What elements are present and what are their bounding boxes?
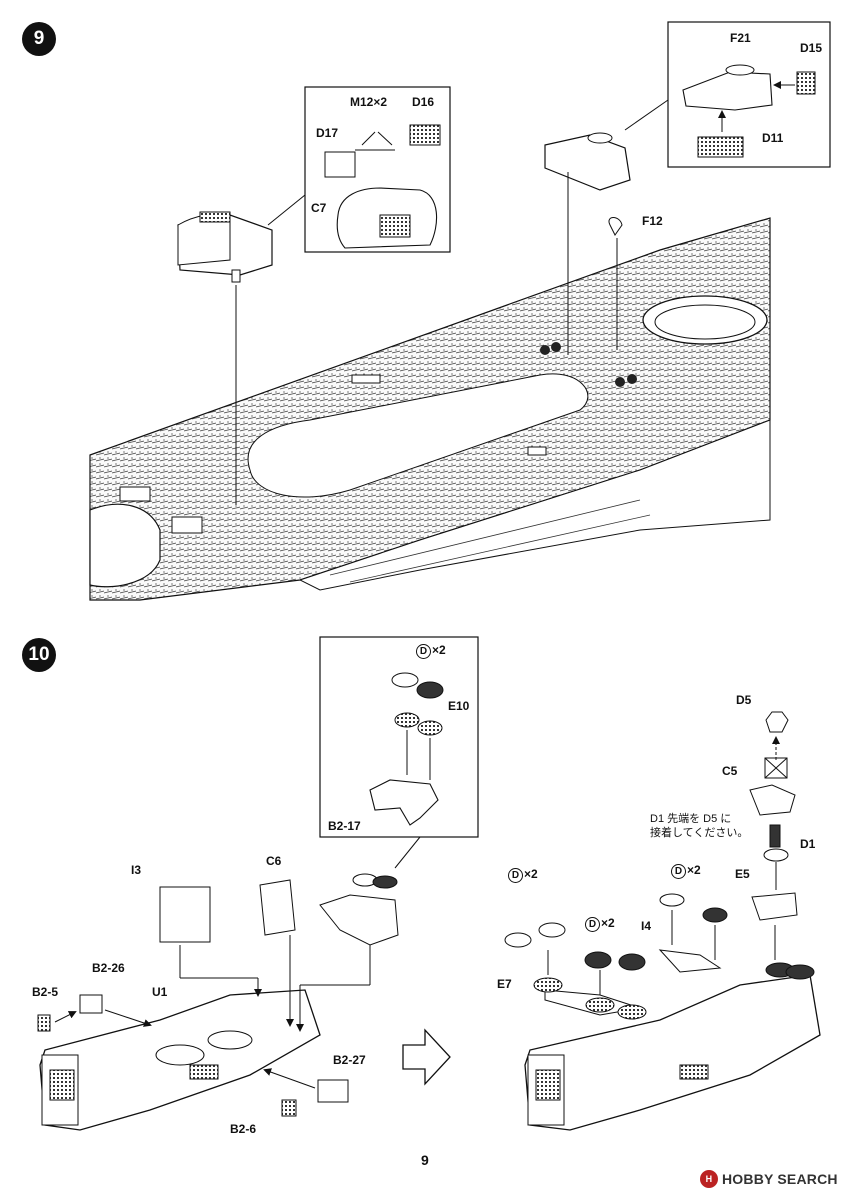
quantity: ×2	[601, 916, 615, 930]
part-label-b2-26: B2-26	[92, 961, 125, 975]
quantity: ×2	[687, 863, 701, 877]
part-label-u1: U1	[152, 985, 168, 999]
part-label-d16: D16	[412, 95, 435, 109]
aft-turret	[177, 211, 273, 505]
quantity: ×2	[524, 867, 538, 881]
circled-d: D	[671, 864, 686, 879]
part-label-i3: I3	[131, 863, 142, 877]
circled-d: D	[416, 644, 431, 659]
part-label-c7: C7	[311, 201, 327, 215]
part-label-d-x2-top: D×2	[416, 644, 446, 659]
page-number: 9	[421, 1152, 429, 1168]
note-line-1: D1 先端を D5 に	[650, 813, 732, 825]
part-label-d17: D17	[316, 126, 339, 140]
watermark-text: HOBBY SEARCH	[722, 1171, 838, 1187]
inset-box-e10	[319, 636, 479, 869]
hobby-search-logo-icon: H	[700, 1170, 718, 1188]
part-label-b2-27: B2-27	[333, 1053, 366, 1067]
part-label-d1: D1	[800, 837, 816, 851]
part-label-d-x2-a: D×2	[508, 868, 538, 883]
circled-d: D	[585, 917, 600, 932]
part-label-f21: F21	[730, 31, 751, 45]
circled-d: D	[508, 868, 523, 883]
part-label-d-x2-c: D×2	[671, 864, 701, 879]
part-label-d5: D5	[736, 693, 752, 707]
inset-box-c7	[267, 86, 451, 253]
next-arrow	[402, 1028, 451, 1086]
part-label-f12: F12	[642, 214, 663, 228]
step-9-badge: 9	[22, 22, 56, 56]
hull-section-after	[504, 711, 821, 1131]
part-label-c5: C5	[722, 764, 738, 778]
part-label-c6: C6	[266, 854, 282, 868]
note-line-2: 接着してください。	[650, 827, 749, 840]
quantity: ×2	[432, 643, 446, 657]
part-label-e10: E10	[448, 699, 470, 713]
part-label-e7: E7	[497, 977, 512, 991]
part-label-d-x2-b: D×2	[585, 917, 615, 932]
step-10-badge: 10	[22, 638, 56, 672]
watermark: H HOBBY SEARCH	[700, 1170, 838, 1188]
inset-box-f21	[624, 21, 831, 168]
part-label-b2-5: B2-5	[32, 985, 59, 999]
hull-section-before	[37, 873, 399, 1131]
ship-deck	[89, 217, 771, 601]
part-label-e5: E5	[735, 867, 750, 881]
forward-turret	[544, 132, 631, 355]
part-label-b2-17: B2-17	[328, 819, 361, 833]
part-label-i4: I4	[641, 919, 652, 933]
part-label-d15: D15	[800, 41, 823, 55]
part-label-b2-6: B2-6	[230, 1122, 257, 1136]
part-label-d11: D11	[762, 131, 784, 145]
assembly-note: D1 先端を D5 に 接着してください。	[650, 812, 748, 841]
part-label-m12: M12×2	[350, 95, 388, 109]
